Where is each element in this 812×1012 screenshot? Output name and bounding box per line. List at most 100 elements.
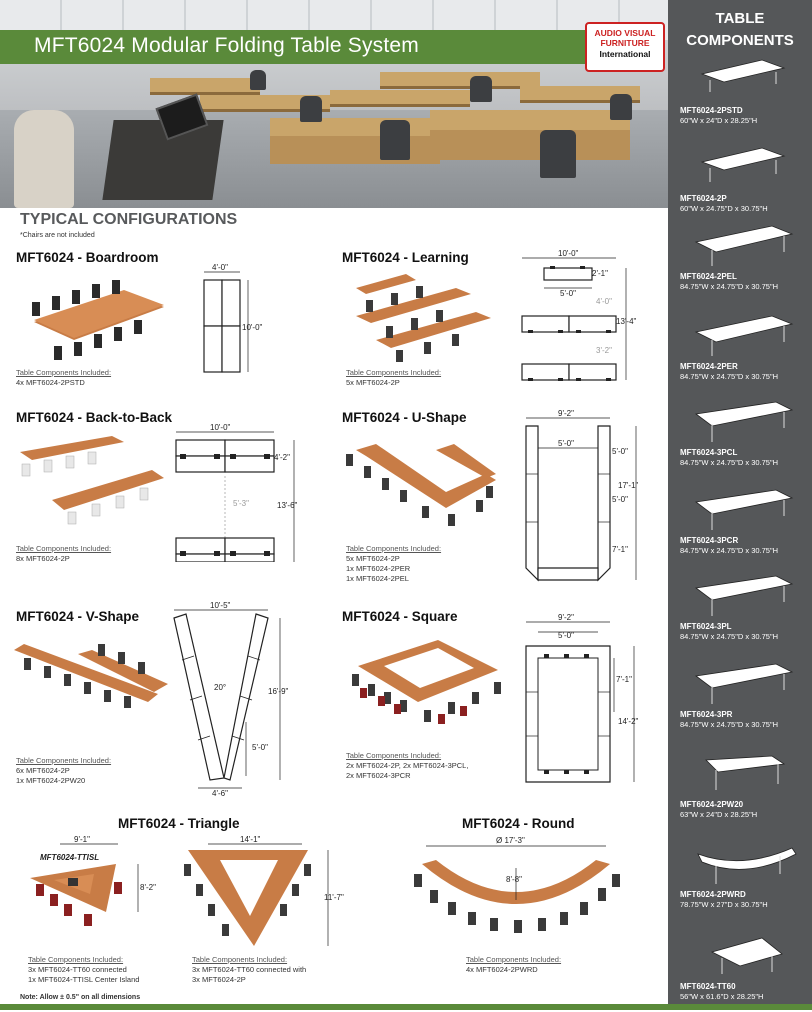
triangle-title: MFT6024 - Triangle	[118, 816, 240, 831]
ushape-included-item: 1x MFT6024-2PEL	[346, 574, 409, 583]
square-illustration	[352, 640, 501, 724]
svg-text:14'-2": 14'-2"	[618, 717, 639, 726]
svg-text:3'-2": 3'-2"	[596, 346, 612, 355]
chairs-note: *Chairs are not included	[20, 232, 95, 239]
svg-text:10'-0": 10'-0"	[210, 423, 231, 432]
svg-text:13'-6": 13'-6"	[277, 501, 298, 510]
svg-text:5'-0": 5'-0"	[612, 447, 628, 456]
svg-text:5'-0": 5'-0"	[558, 439, 574, 448]
section-title: TYPICAL CONFIGURATIONS	[20, 211, 238, 228]
round-included-item: 4x MFT6024-2PWRD	[466, 965, 538, 974]
backtoback-illustration	[20, 436, 164, 525]
svg-text:5'-0": 5'-0"	[558, 631, 574, 640]
learning-included-item: 5x MFT6024-2P	[346, 378, 400, 387]
triangle-b-included-item: 3x MFT6024-TT60 connected with	[192, 965, 307, 974]
round-included-label: Table Components Included:	[466, 955, 562, 964]
svg-text:5'-3": 5'-3"	[233, 499, 249, 508]
component-illustration	[700, 59, 786, 92]
component-dimensions: 84.75"W x 24.75"D x 30.75"H	[680, 372, 779, 381]
square-included-label: Table Components Included:	[346, 751, 442, 760]
svg-text:2'-1": 2'-1"	[592, 269, 608, 278]
svg-text:9'-1": 9'-1"	[74, 835, 90, 844]
component-dimensions: 56"W x 61.6"D x 28.25"H	[680, 992, 764, 1001]
boardroom-included-item: 4x MFT6024-2PSTD	[16, 378, 85, 387]
vshape-included-item: 1x MFT6024-2PW20	[16, 776, 86, 785]
component-illustration	[700, 147, 786, 182]
component-name: MFT6024-3PL	[680, 622, 732, 631]
ushape-included-label: Table Components Included:	[346, 544, 442, 553]
dimension-footnote: Note: Allow ± 0.5" on all dimensions	[20, 994, 141, 1001]
component-illustration	[710, 937, 783, 974]
square-included-item: 2x MFT6024-2P, 2x MFT6024-3PCL,	[346, 761, 469, 770]
boardroom-plan: 4'-0" 10'-0"	[203, 263, 263, 373]
svg-text:10'-0": 10'-0"	[558, 249, 579, 258]
component-dimensions: 84.75"W x 24.75"D x 30.75"H	[680, 546, 779, 555]
component-illustration	[694, 575, 794, 616]
vshape-illustration	[14, 644, 168, 708]
backtoback-included-item: 8x MFT6024-2P	[16, 554, 70, 563]
backtoback-plan: 10'-0" 4'-2" 5'-3" 13'-6"	[175, 423, 298, 562]
boardroom-illustration	[32, 280, 164, 360]
triangle-a-included-item: 3x MFT6024-TT60 connected	[28, 965, 127, 974]
component-name: MFT6024-3PCL	[680, 448, 738, 457]
footer-stripe	[0, 1004, 812, 1010]
lectern	[102, 120, 224, 200]
component-dimensions: 60"W x 24.75"D x 30.75"H	[680, 204, 768, 213]
boardroom-included-label: Table Components Included:	[16, 368, 112, 377]
svg-text:20°: 20°	[214, 683, 226, 692]
learning-included-label: Table Components Included:	[346, 368, 442, 377]
component-illustration	[705, 755, 786, 790]
component-name: MFT6024-2PW20	[680, 800, 744, 809]
vshape-included-label: Table Components Included:	[16, 756, 112, 765]
component-name: MFT6024-3PR	[680, 710, 733, 719]
svg-text:Ø 17'-3": Ø 17'-3"	[496, 836, 525, 845]
component-name: MFT6024-TT60	[680, 982, 736, 991]
component-illustration	[694, 401, 794, 442]
square-plan: 9'-2" 5'-0" 7'-1" 14'-2"	[525, 613, 639, 783]
component-illustration	[694, 489, 794, 530]
ushape-included-item: 5x MFT6024-2P	[346, 554, 400, 563]
component-illustration	[697, 847, 797, 884]
component-dimensions: 60"W x 24"D x 28.25"H	[680, 116, 758, 125]
component-dimensions: 78.75"W x 27"D x 30.75"H	[680, 900, 768, 909]
component-name: MFT6024-2PER	[680, 362, 738, 371]
svg-text:14'-1": 14'-1"	[240, 835, 261, 844]
learning-plan: 10'-0" 2'-1" 5'-0" 4'-0" 3'-2" 13'-4"	[521, 249, 637, 381]
round-illustration: Ø 17'-3" 8'-8"	[414, 836, 620, 933]
triangle-ring-illustration: 14'-1" 11'-7"	[184, 835, 344, 946]
ushape-illustration	[346, 444, 496, 526]
component-dimensions: 63"W x 24"D x 28.25"H	[680, 810, 758, 819]
component-name: MFT6024-2PEL	[680, 272, 737, 281]
svg-text:13'-4": 13'-4"	[616, 317, 637, 326]
component-dimensions: 84.75"W x 24.75"D x 30.75"H	[680, 632, 779, 641]
vshape-included-item: 6x MFT6024-2P	[16, 766, 70, 775]
component-name: MFT6024-2PSTD	[680, 106, 743, 115]
component-illustration	[694, 225, 794, 266]
sidebar-title: TABLE COMPONENTS	[686, 10, 794, 49]
svg-text:16'-9": 16'-9"	[268, 687, 289, 696]
backtoback-title: MFT6024 - Back-to-Back	[16, 410, 173, 425]
title-banner: MFT6024 Modular Folding Table System	[0, 30, 585, 64]
svg-text:5'-0": 5'-0"	[252, 743, 268, 752]
ushape-included-item: 1x MFT6024-2PER	[346, 564, 411, 573]
component-dimensions: 84.75"W x 24.75"D x 30.75"H	[680, 458, 779, 467]
svg-text:7'-1": 7'-1"	[616, 675, 632, 684]
boardroom-title: MFT6024 - Boardroom	[16, 250, 159, 265]
company-logo: AUDIO VISUAL FURNITURE International	[585, 22, 665, 72]
svg-text:17'-1": 17'-1"	[618, 481, 639, 490]
svg-text:7'-1": 7'-1"	[612, 545, 628, 554]
svg-text:5'-0": 5'-0"	[560, 289, 576, 298]
page-title: MFT6024 Modular Folding Table System	[34, 34, 419, 57]
dim-label: 4'-0"	[212, 263, 228, 272]
